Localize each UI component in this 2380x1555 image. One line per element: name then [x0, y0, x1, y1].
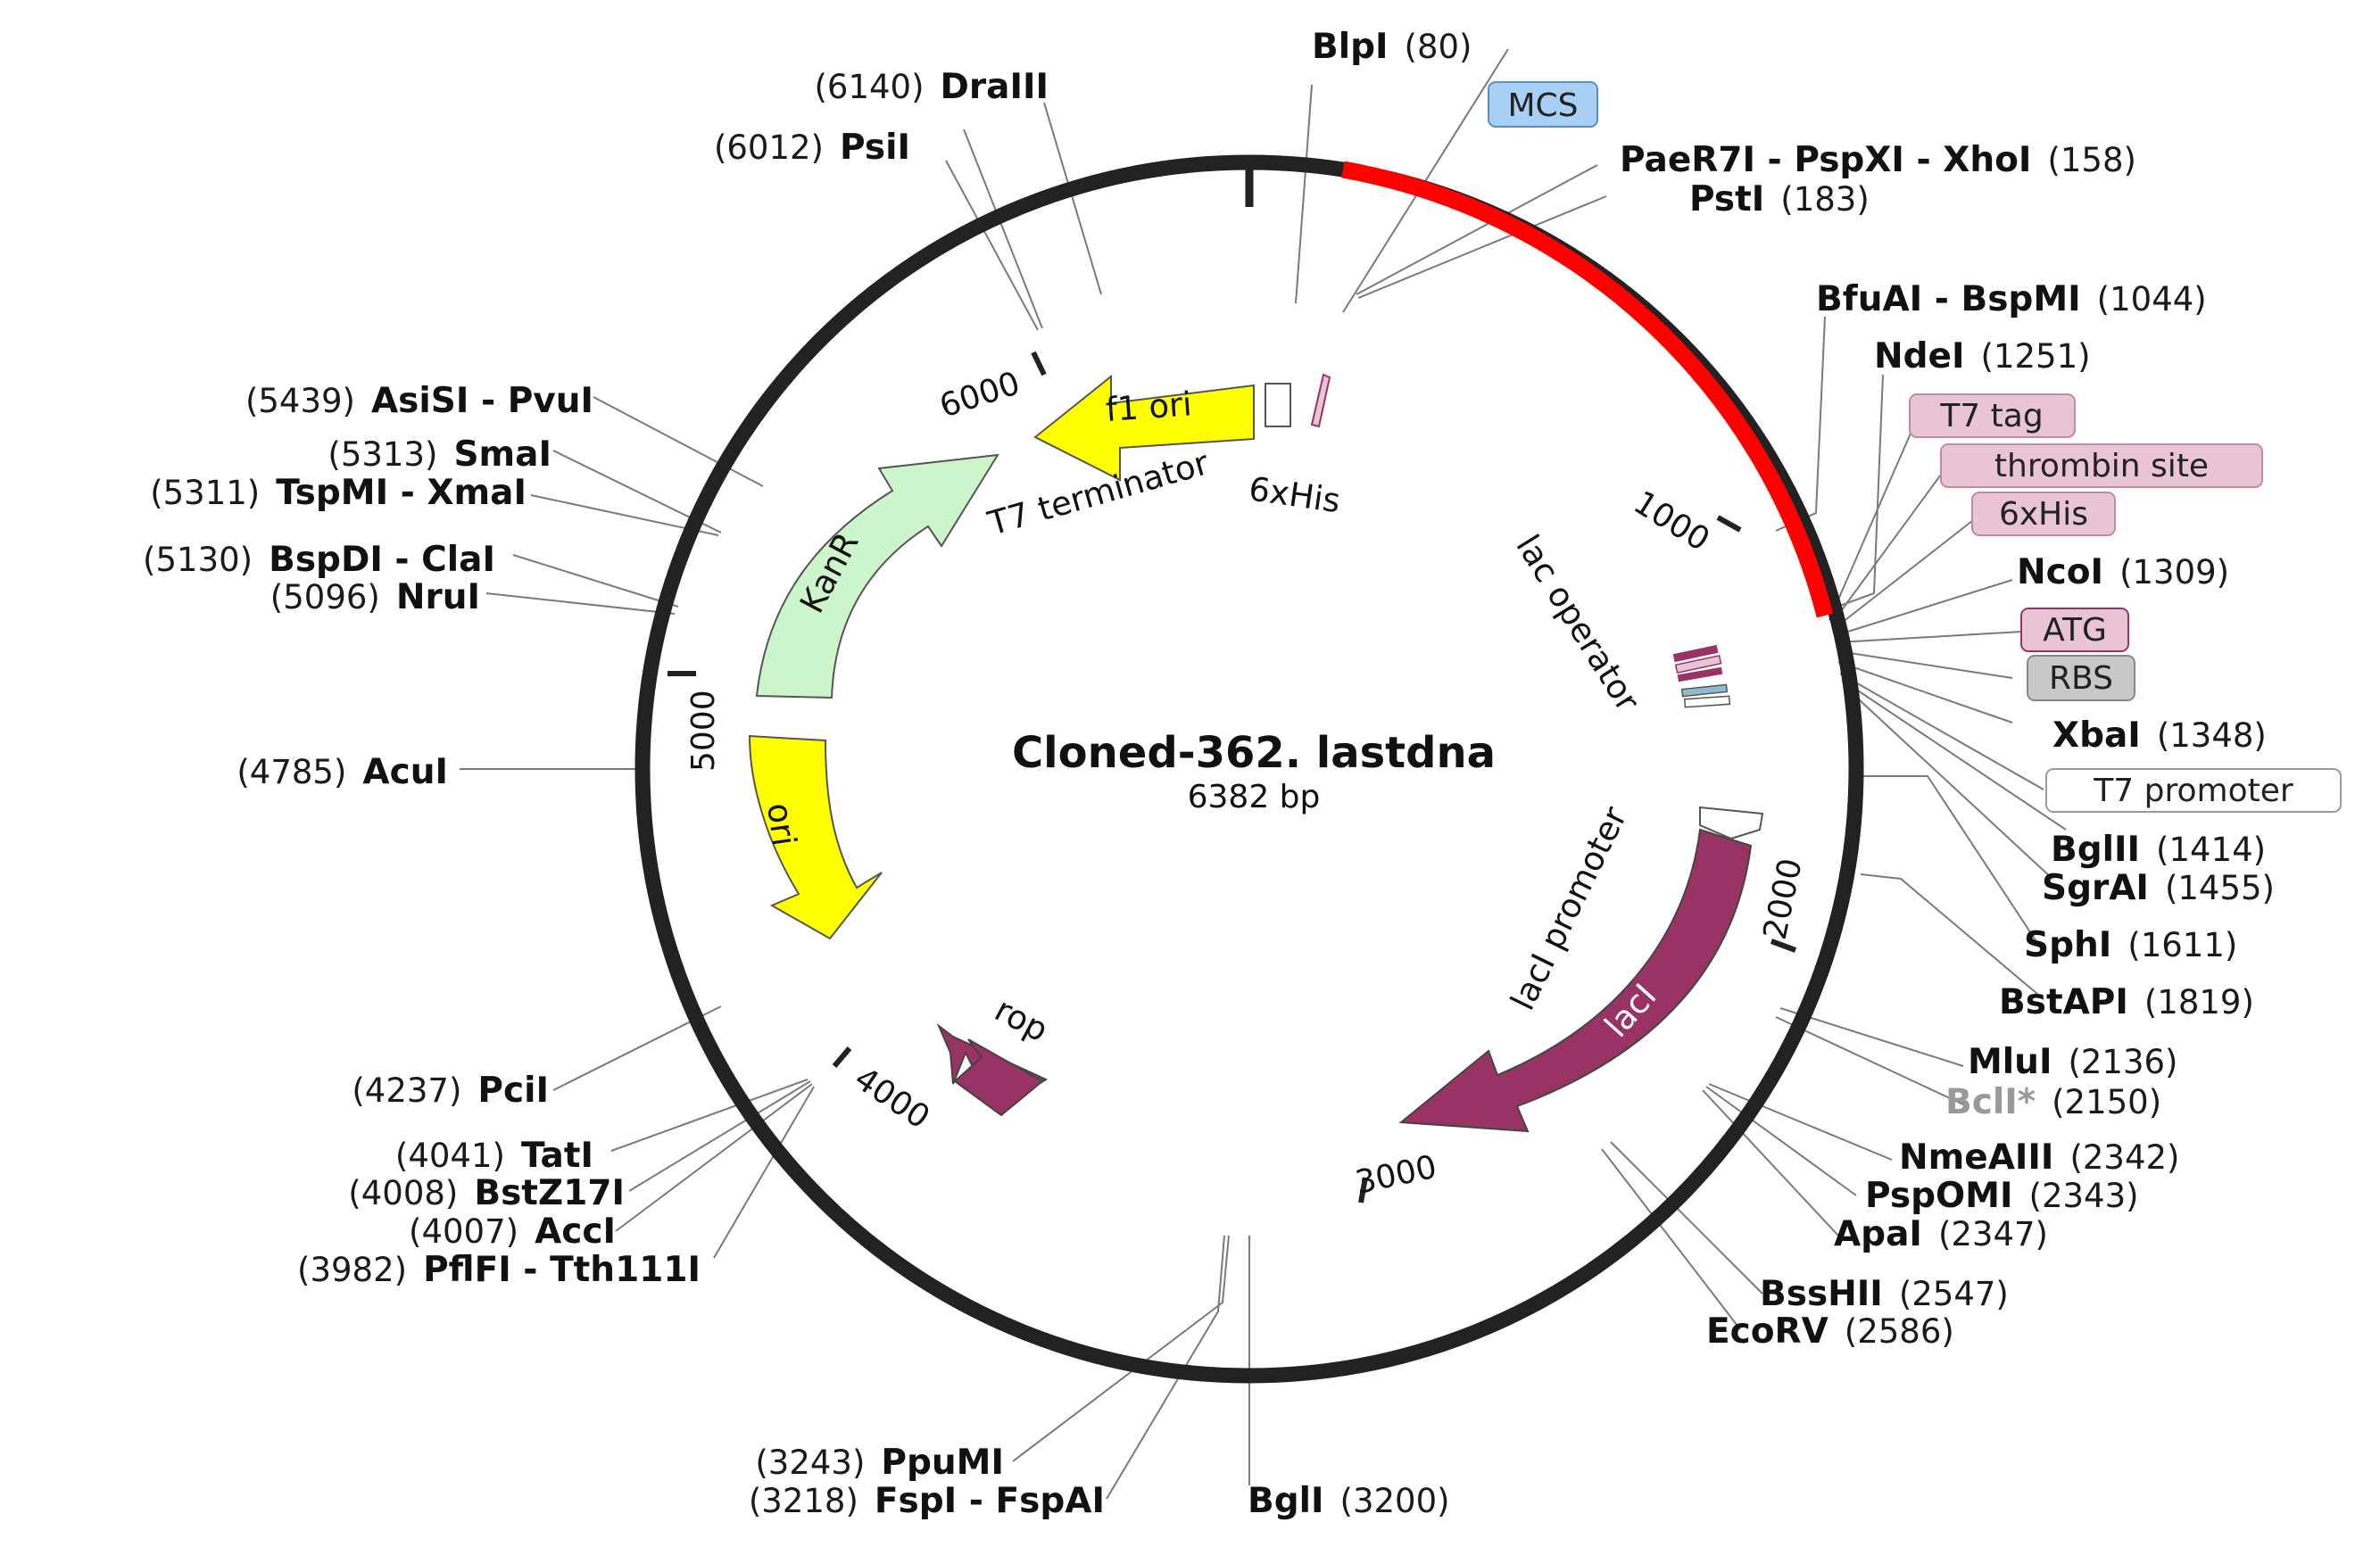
site-bfuai: BfuAI - BspMI(1044) [1816, 279, 2207, 319]
site-bsshii: BssHII(2547) [1760, 1274, 2009, 1314]
site-bstz17i: (4008)BstZ17I [348, 1173, 625, 1213]
site-nrui: (5096)NruI [270, 577, 480, 617]
site-sphi: SphI(1611) [2024, 925, 2237, 965]
f1-ori-box [1265, 383, 1291, 427]
rbs-tag: RBS [2049, 660, 2113, 697]
laci-promoter-arrow [1699, 806, 1764, 840]
site-fspi: (3218)FspI - FspAI [749, 1481, 1105, 1521]
lac-operator-label: lac operator [1508, 528, 1647, 719]
his-tag-left-label: 6xHis [1247, 469, 1343, 520]
site-pflfi: (3982)PflFI - Tth111I [297, 1250, 701, 1290]
site-pspomi: PspOMI(2343) [1865, 1176, 2139, 1216]
rbs-tag-box [2027, 655, 2135, 701]
thrombin-site-box [1940, 443, 2263, 488]
site-apai: ApaI(2347) [1834, 1214, 2048, 1254]
atg-tag-box [2020, 608, 2129, 652]
site-xbai: XbaI(1348) [2052, 715, 2267, 756]
t7-tag-box [1909, 393, 2076, 438]
rop-label: rop [989, 990, 1055, 1049]
site-smai: (5313)SmaI [328, 434, 551, 475]
plasmid-length: 6382 bp [1188, 779, 1321, 815]
f1-ori-label: f1 ori [1105, 385, 1193, 429]
t7-promoter-tag: T7 promoter [2093, 773, 2293, 809]
site-ncoi: NcoI(1309) [2017, 552, 2229, 592]
tick-label-5000: 5000 [685, 690, 722, 772]
mcs-tag: MCS [1507, 87, 1578, 124]
atg-tag: ATG [2043, 612, 2107, 649]
site-ecorv: EcoRV(2586) [1706, 1311, 1954, 1352]
laci-arrow [1398, 828, 1753, 1133]
t7-tag: T7 tag [1939, 398, 2043, 434]
his-tag-box [1971, 492, 2116, 536]
site-acui: (4785)AcuI [236, 752, 448, 792]
site-nmeaiii: NmeAIII(2342) [1899, 1137, 2180, 1178]
ori-label: ori [759, 800, 803, 848]
tick-marks [668, 351, 1797, 1203]
right-sites: BlpI(80) PaeR7I - PspXI - XhoI(158) PstI… [1248, 27, 2275, 1521]
site-paer7i: PaeR7I - PspXI - XhoI(158) [1620, 140, 2136, 180]
his-tag-right: 6xHis [1999, 496, 2088, 533]
f1-ori-arrow [1033, 374, 1255, 482]
site-tati: (4041)TatI [395, 1136, 593, 1176]
site-draiii: (6140)DraIII [814, 67, 1049, 107]
his-tag-small [1310, 373, 1331, 428]
leader-lines [460, 48, 2067, 1500]
site-ppumi: (3243)PpuMI [755, 1443, 1004, 1483]
laci-promoter-label: lacI promoter [1503, 800, 1635, 1016]
left-sites: (6140)DraIII (6012)PsiI (5439)AsiSI - Pv… [143, 67, 1105, 1521]
mcs-tag-box [1488, 81, 1598, 128]
site-bspdi: (5130)BspDI - ClaI [143, 540, 495, 580]
tick-label-4000: 4000 [848, 1060, 936, 1136]
site-bgli: BglI(3200) [1248, 1481, 1450, 1521]
tick-label-3000: 3000 [1352, 1149, 1439, 1202]
site-ndei: NdeI(1251) [1874, 336, 2091, 376]
plasmid-title: Cloned-362. lastdna [1012, 728, 1496, 778]
ori-arrow [748, 734, 883, 940]
kanr-arrow [755, 453, 999, 699]
site-acci: (4007)AccI [409, 1212, 616, 1252]
site-bcli: BclI*(2150) [1945, 1082, 2161, 1122]
tick-label-1000: 1000 [1627, 484, 1715, 558]
site-sgrai: SgrAI(1455) [2042, 868, 2275, 908]
site-tspmi: (5311)TspMI - XmaI [150, 473, 527, 513]
small-features-cluster [1672, 644, 1731, 708]
thrombin-site-tag: thrombin site [1994, 448, 2209, 484]
site-psti: PstI(183) [1689, 179, 1870, 219]
site-pcii: (4237)PciI [352, 1071, 549, 1111]
site-bglii: BglII(1414) [2051, 830, 2266, 870]
t7-promoter-box [2045, 768, 2342, 813]
rop-arrow-body [953, 1038, 1044, 1117]
site-asisi: (5439)AsiSI - PvuI [245, 381, 593, 421]
tick-label-6000: 6000 [935, 365, 1024, 425]
tick-label-2000: 2000 [1757, 856, 1810, 943]
insert-arc [1341, 161, 1834, 618]
site-bstapi: BstAPI(1819) [1999, 982, 2254, 1022]
site-blpi: BlpI(80) [1312, 27, 1472, 67]
backbone-circle [634, 154, 1864, 1384]
site-mlui: MluI(2136) [1968, 1042, 2178, 1082]
site-psii: (6012)PsiI [714, 128, 910, 168]
